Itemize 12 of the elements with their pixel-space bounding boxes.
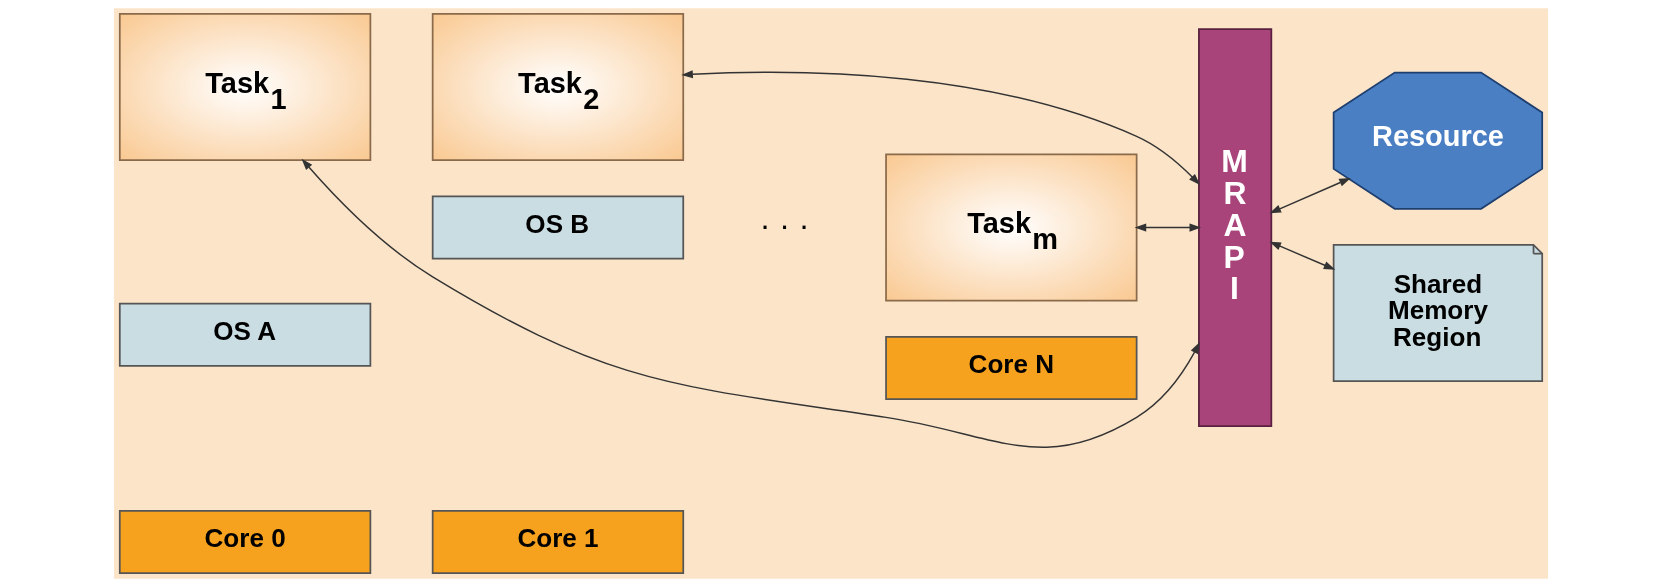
node-box: Core 0	[118, 509, 371, 574]
arrow	[1268, 241, 1335, 270]
arrow	[680, 70, 1200, 186]
node-box: MRAPI	[1197, 28, 1272, 427]
arrow	[1268, 177, 1351, 214]
node-box: OS B	[431, 195, 684, 260]
arrow	[1134, 223, 1201, 232]
node-box: OS A	[118, 302, 371, 367]
arrow	[301, 158, 1200, 448]
node-box: Core 1	[431, 509, 684, 574]
label: · · ·	[759, 206, 809, 243]
node-box: Core N	[884, 336, 1137, 401]
